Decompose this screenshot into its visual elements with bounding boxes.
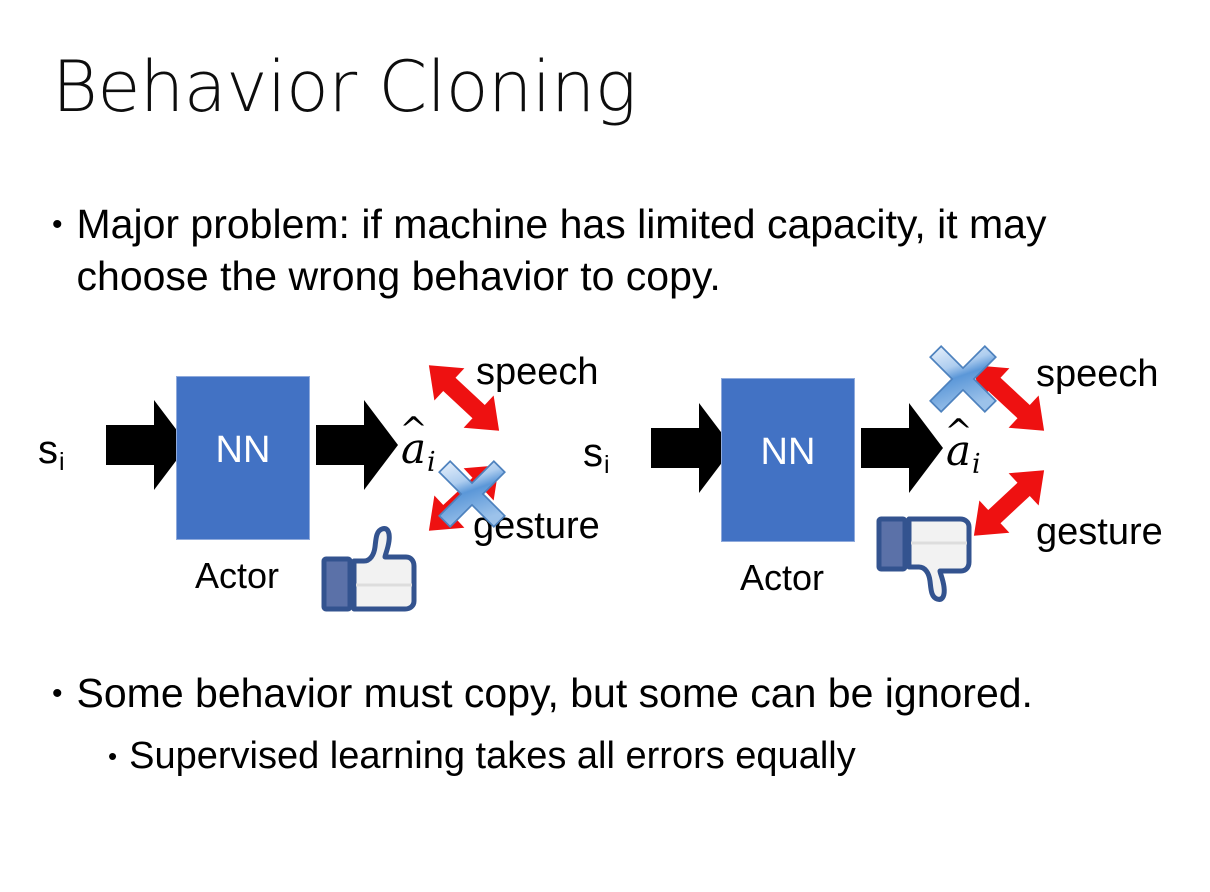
input-arrow-icon-left <box>106 395 188 500</box>
actor-label-right: Actor <box>740 557 825 598</box>
bullet-marker-icon: • <box>52 208 63 241</box>
diagram-left: si NN Actor ^a i <box>18 330 618 650</box>
a-subscript: i <box>972 449 981 481</box>
bullet-top: • Major problem: if machine has limited … <box>52 198 1122 302</box>
a-subscript: i <box>427 447 436 479</box>
branch-label-speech-left: speech <box>476 351 599 393</box>
state-input-label-right: si <box>583 433 610 478</box>
thumbs-down-icon-right <box>875 513 975 610</box>
nn-box-left: NN <box>176 376 310 540</box>
branch-arrow-lower-icon-right <box>961 453 1057 558</box>
output-action-label-right: ^a i <box>944 414 981 481</box>
nn-label-left: NN <box>215 429 271 471</box>
bullet-bottom-level1-text: Some behavior must copy, but some can be… <box>76 670 1033 716</box>
state-input-label-left: si <box>38 430 65 475</box>
branch-label-gesture-right: gesture <box>1036 511 1163 553</box>
actor-label-left: Actor <box>195 555 280 596</box>
nn-label-right: NN <box>760 431 816 473</box>
output-arrow-icon-right <box>861 398 943 503</box>
thumbs-up-icon-left <box>320 523 420 620</box>
nn-box-right: NN <box>721 378 855 542</box>
state-symbol: s <box>38 428 58 472</box>
a-symbol: a <box>946 426 972 475</box>
diagram-right: si NN Actor ^a i <box>563 330 1163 650</box>
input-arrow-icon-right <box>651 398 733 503</box>
bullet-top-text: Major problem: if machine has limited ca… <box>76 201 1047 299</box>
a-symbol: a <box>401 424 427 473</box>
branch-arrow-upper-icon-right <box>961 348 1057 453</box>
state-subscript: i <box>604 451 610 479</box>
output-action-label-left: ^a i <box>399 412 436 479</box>
a-hat-symbol: ^a <box>944 414 972 472</box>
bullet-bottom-level2-text: Supervised learning takes all errors equ… <box>129 735 856 777</box>
bullet-bottom-level1: • Some behavior must copy, but some can … <box>52 667 1162 719</box>
bullet-marker-icon: • <box>108 741 118 771</box>
circumflex-icon: ^ <box>399 409 428 449</box>
branch-arrow-upper-icon-left <box>416 348 512 453</box>
state-symbol: s <box>583 431 603 475</box>
a-hat-symbol: ^a <box>399 412 427 470</box>
output-arrow-icon-left <box>316 395 398 500</box>
bullet-bottom-level2: • Supervised learning takes all errors e… <box>108 731 1168 781</box>
cross-out-icon-left <box>433 455 511 538</box>
bullet-marker-icon: • <box>52 677 63 710</box>
circumflex-icon: ^ <box>944 411 973 451</box>
state-subscript: i <box>59 448 65 476</box>
page-title: Behavior Cloning <box>52 46 637 128</box>
cross-out-icon-right <box>924 340 1002 423</box>
branch-label-speech-right: speech <box>1036 353 1159 395</box>
